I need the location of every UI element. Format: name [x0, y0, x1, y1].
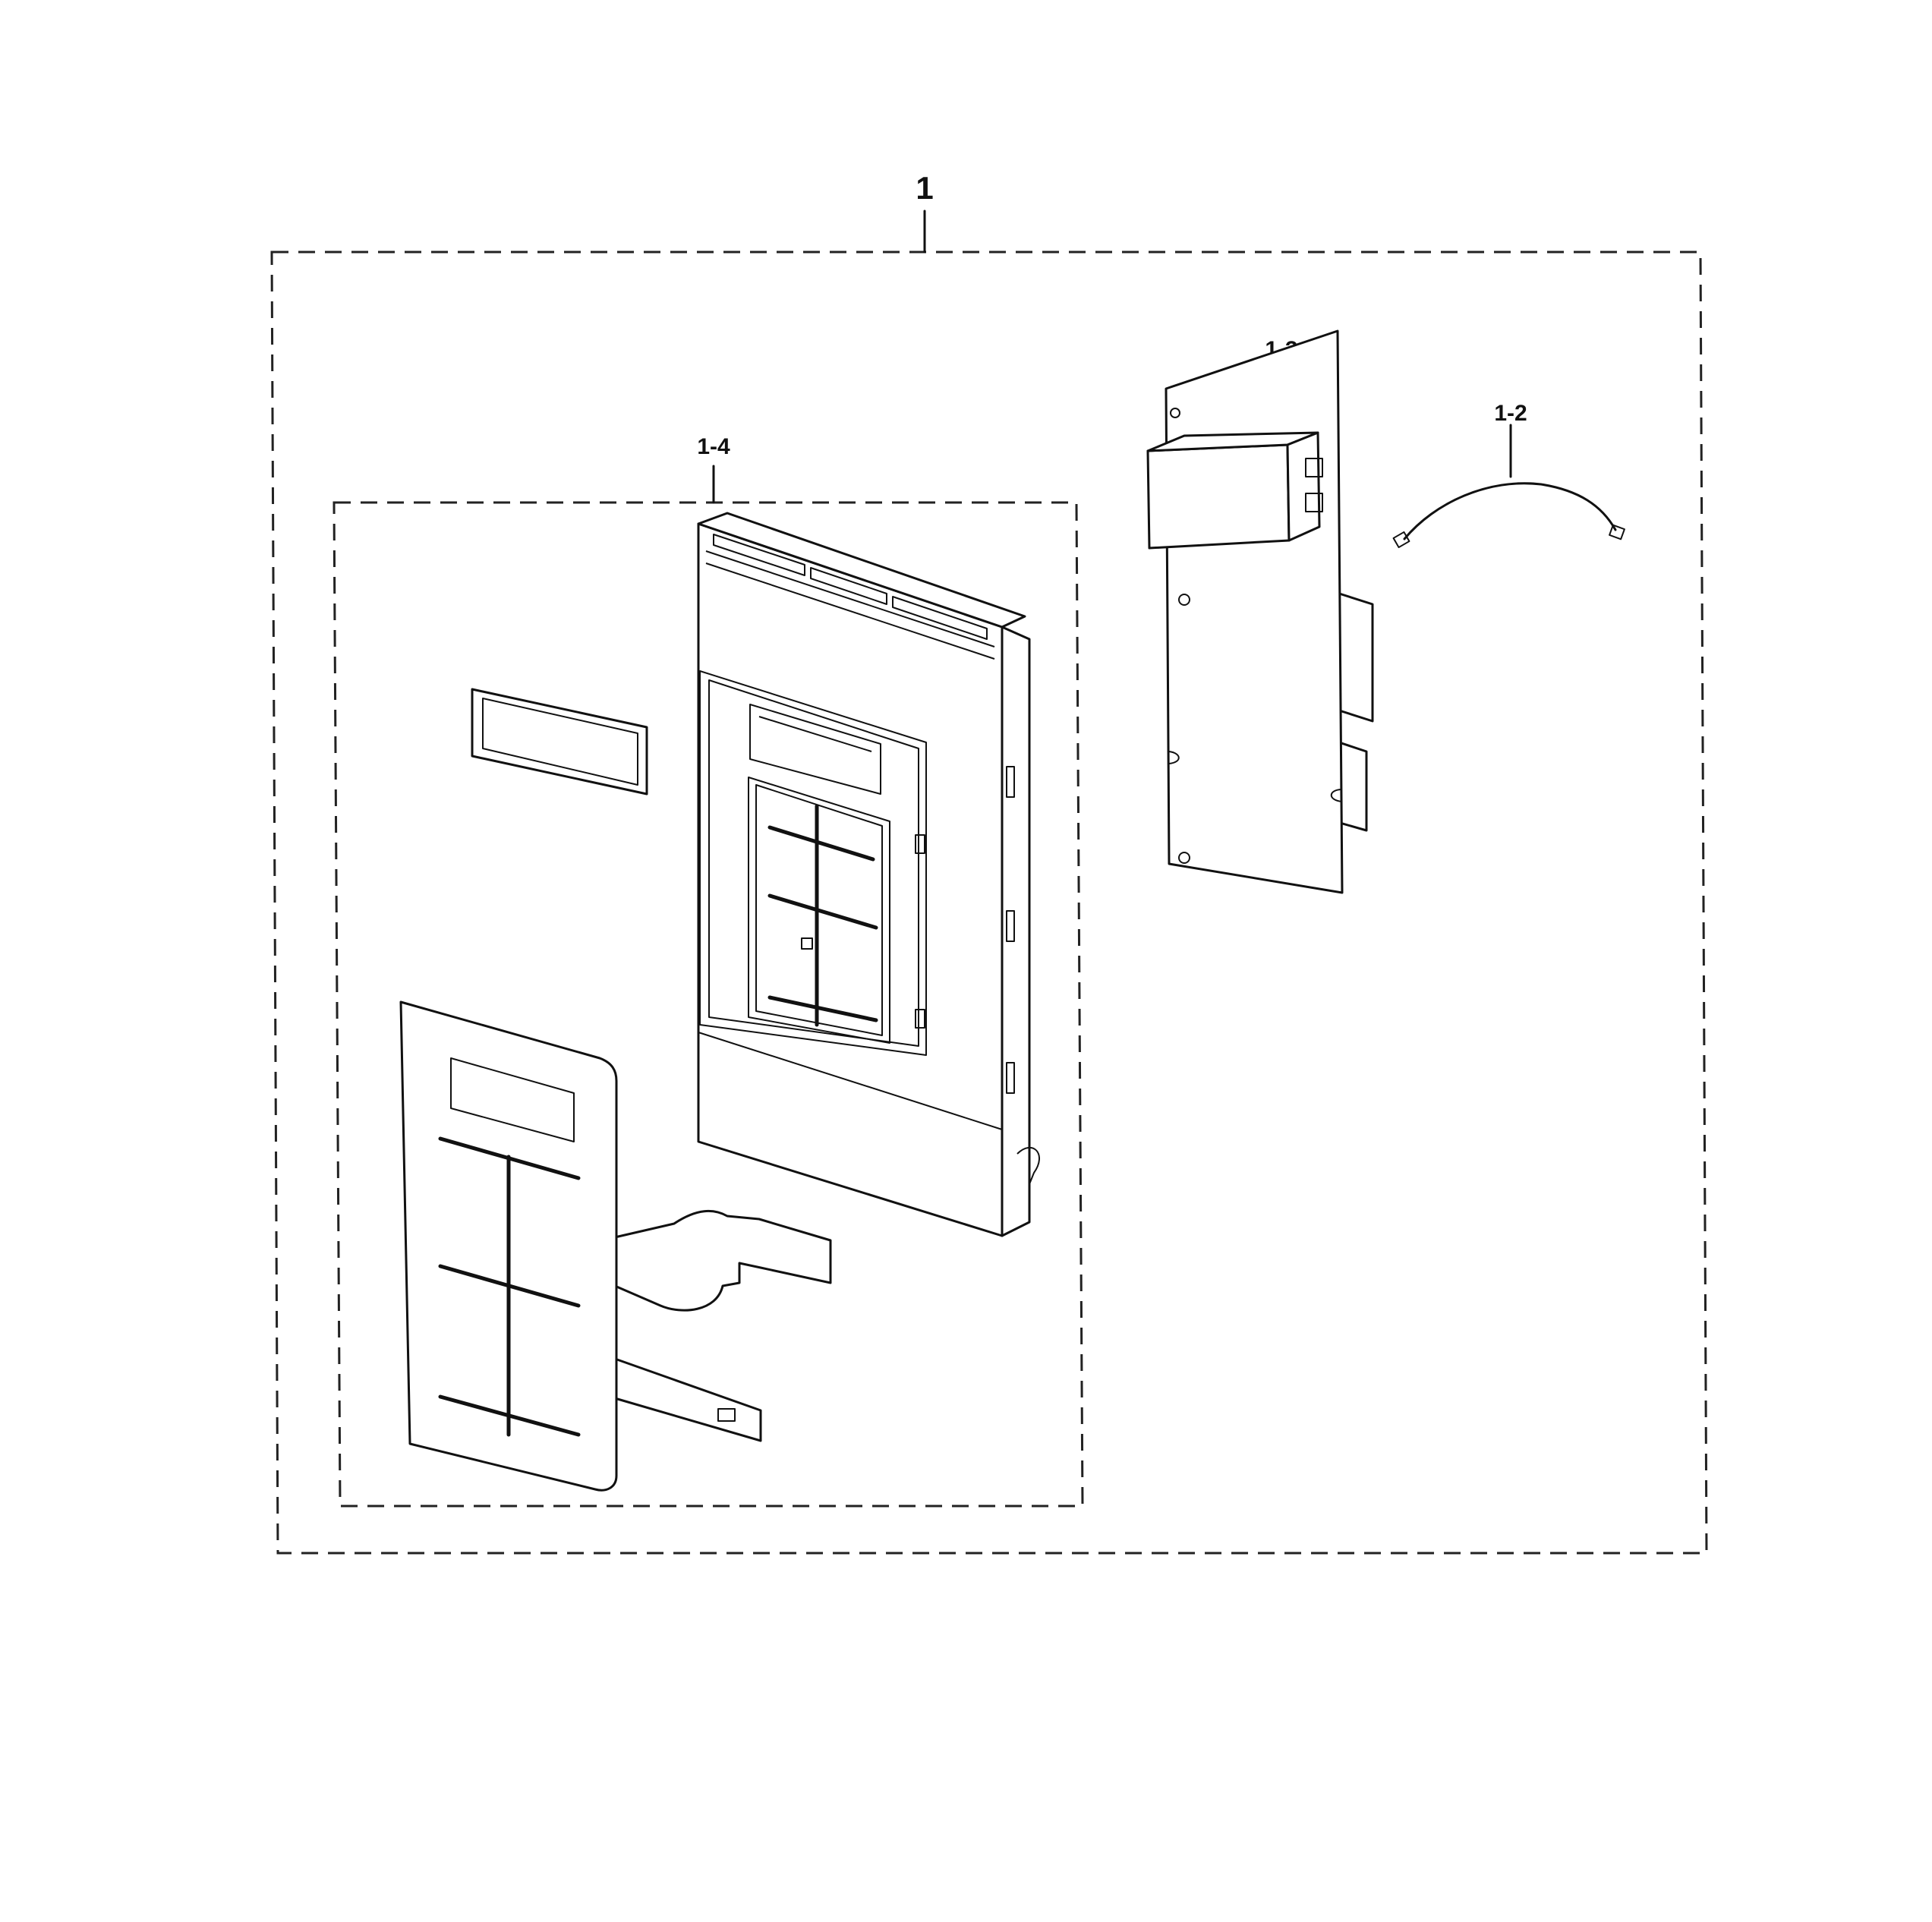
pcb-board	[1146, 329, 1374, 894]
pcb-group: 1-3	[1146, 329, 1374, 894]
panel-housing	[697, 512, 1040, 1237]
display-cover	[471, 688, 648, 796]
control-panel-group: 1-4	[333, 434, 1084, 1508]
callout-control-panel: 1-4	[697, 434, 730, 459]
assembly-group: 1	[270, 170, 1708, 1555]
callout-wire: 1-2	[1494, 401, 1527, 426]
callout-assembly: 1	[916, 170, 933, 206]
membrane-keypad	[399, 1000, 832, 1492]
wire-group: 1-2	[1392, 401, 1625, 549]
control-panel-boundary	[333, 501, 1084, 1508]
wire-harness	[1392, 482, 1625, 549]
